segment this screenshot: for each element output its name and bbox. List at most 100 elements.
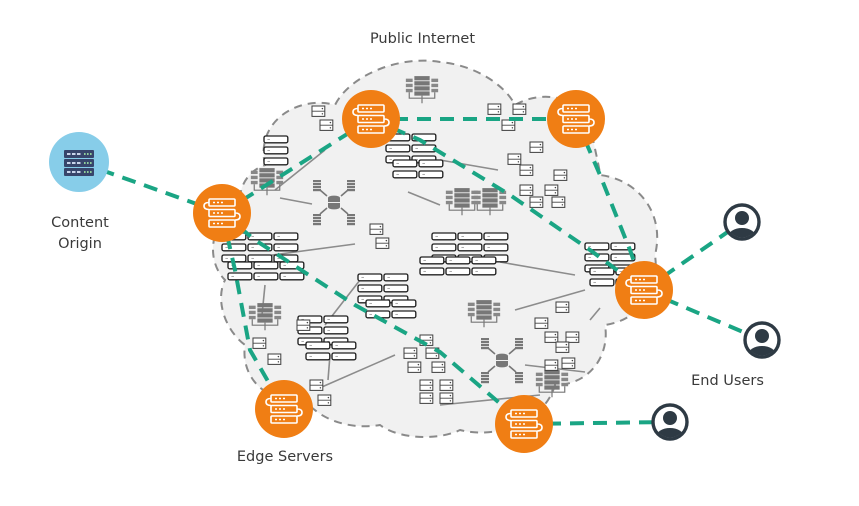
server-box-icon xyxy=(267,353,282,365)
user-top[interactable] xyxy=(725,205,759,246)
server-box-icon xyxy=(252,337,267,349)
label-end-users: End Users xyxy=(691,373,764,389)
edge-server-icon xyxy=(203,198,241,228)
rack-unit-icon xyxy=(305,341,331,350)
rack-unit-icon xyxy=(247,232,273,241)
rack-unit-icon xyxy=(483,232,509,241)
rack-unit-icon xyxy=(383,273,409,282)
server-box-icon xyxy=(544,184,559,196)
edge-east-server[interactable] xyxy=(615,261,673,319)
server-box-icon xyxy=(519,164,534,176)
server-box-icon xyxy=(439,379,454,391)
rack-unit-icon xyxy=(431,243,457,252)
rack-unit-icon xyxy=(279,272,305,281)
rack-unit-icon xyxy=(445,256,471,265)
rack-unit-icon xyxy=(471,267,497,276)
rack-unit-icon xyxy=(323,326,349,335)
edge-south-server[interactable] xyxy=(495,395,553,453)
server-box-icon xyxy=(431,361,446,373)
rack-unit-icon xyxy=(331,352,357,361)
rack-unit-icon xyxy=(253,261,279,270)
rack-unit-icon xyxy=(331,341,357,350)
server-box-icon xyxy=(419,379,434,391)
server-box-icon xyxy=(512,103,527,115)
rack-unit-icon xyxy=(483,243,509,252)
cdn-nodes xyxy=(49,90,779,453)
route-edge-east-to-user-top xyxy=(642,220,744,292)
rack-unit-icon xyxy=(323,315,349,324)
server-box-icon xyxy=(369,223,384,235)
rack-unit-icon xyxy=(263,146,289,155)
server-box-icon xyxy=(565,331,580,343)
server-box-icon xyxy=(544,331,559,343)
rack-unit-icon xyxy=(227,272,253,281)
server-box-icon xyxy=(534,317,549,329)
rack-unit-icon xyxy=(411,144,437,153)
rack-unit-icon xyxy=(253,272,279,281)
server-box-icon xyxy=(529,196,544,208)
user-bottom[interactable] xyxy=(653,405,687,446)
server-box-icon xyxy=(487,103,502,115)
edge-northeast-server[interactable] xyxy=(547,90,605,148)
rack-unit-icon xyxy=(357,273,383,282)
server-box-icon xyxy=(403,347,418,359)
content-origin-server[interactable] xyxy=(49,132,109,192)
user-icon xyxy=(725,205,759,246)
rack-unit-icon xyxy=(383,284,409,293)
rack-unit-icon xyxy=(305,352,331,361)
rack-unit-icon xyxy=(273,243,299,252)
rack-unit-icon xyxy=(392,170,418,179)
server-box-icon xyxy=(309,379,324,391)
route-edge-west-to-edge-southwest xyxy=(220,212,286,410)
edge-server-icon xyxy=(557,104,595,134)
rack-unit-icon xyxy=(385,144,411,153)
edge-north-server[interactable] xyxy=(342,90,400,148)
route-edge-north-to-edge-east xyxy=(370,117,646,292)
server-box-icon xyxy=(319,119,334,131)
rack-unit-icon xyxy=(457,232,483,241)
server-box-icon xyxy=(311,105,326,117)
edge-southwest-server[interactable] xyxy=(255,380,313,438)
server-box-icon xyxy=(519,184,534,196)
rack-unit-icon xyxy=(589,267,615,276)
edge-west-server[interactable] xyxy=(193,184,251,242)
server-box-icon xyxy=(296,319,311,331)
label-public-internet: Public Internet xyxy=(369,31,476,47)
rack-unit-icon xyxy=(419,256,445,265)
rack-unit-icon xyxy=(263,135,289,144)
rack-unit-icon xyxy=(471,256,497,265)
server-box-icon xyxy=(551,196,566,208)
rack-unit-icon xyxy=(273,232,299,241)
server-box-icon xyxy=(555,301,570,313)
server-box-icon xyxy=(317,394,332,406)
rack-unit-icon xyxy=(391,299,417,308)
rack-unit-icon xyxy=(589,278,615,287)
rack-unit-icon xyxy=(457,243,483,252)
server-box-icon xyxy=(439,392,454,404)
server-box-icon xyxy=(375,237,390,249)
rack-unit-icon xyxy=(263,157,289,166)
server-box-icon xyxy=(407,361,422,373)
rack-unit-icon xyxy=(391,310,417,319)
rack-unit-icon xyxy=(418,170,444,179)
server-box-icon xyxy=(553,169,568,181)
rack-cluster xyxy=(263,135,289,166)
rack-unit-icon xyxy=(419,267,445,276)
server-box-icon xyxy=(529,141,544,153)
server-box-icon xyxy=(561,357,576,369)
user-icon xyxy=(653,405,687,446)
rack-unit-icon xyxy=(418,159,444,168)
label-edge-servers: Edge Servers xyxy=(236,449,334,465)
server-box-icon xyxy=(501,119,516,131)
rack-unit-icon xyxy=(247,254,273,263)
rack-unit-icon xyxy=(221,243,247,252)
rack-unit-icon xyxy=(365,299,391,308)
server-box-icon xyxy=(507,153,522,165)
rack-unit-icon xyxy=(392,159,418,168)
rack-unit-icon xyxy=(445,267,471,276)
user-middle[interactable] xyxy=(745,323,779,364)
rack-unit-icon xyxy=(357,284,383,293)
rack-unit-icon xyxy=(431,232,457,241)
label-content-origin: Content Origin xyxy=(51,215,109,252)
